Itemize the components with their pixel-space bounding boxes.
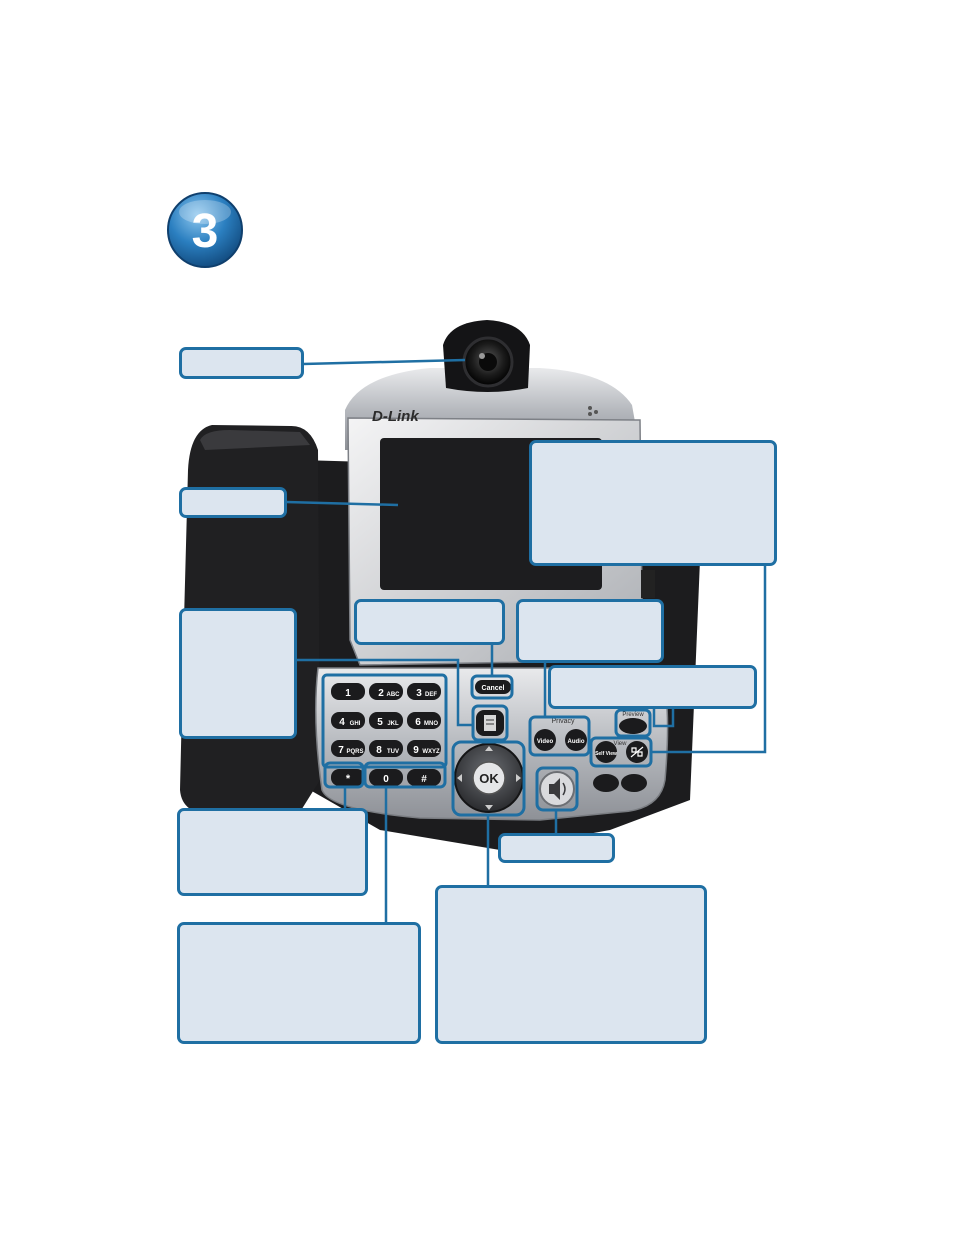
nav-right-arrow xyxy=(516,774,521,782)
brand-logo: D-Link xyxy=(372,408,419,425)
extra-button-left xyxy=(593,774,619,792)
nav-down-arrow xyxy=(485,805,493,810)
svg-text:JKL: JKL xyxy=(387,721,399,727)
callout-cancel xyxy=(354,599,505,645)
svg-text:*: * xyxy=(346,773,351,785)
nav-up-arrow xyxy=(485,746,493,751)
callout-speaker xyxy=(498,833,615,863)
callout-star-key xyxy=(177,808,368,896)
svg-text:DEF: DEF xyxy=(425,692,437,698)
svg-text:TUV: TUV xyxy=(387,749,399,755)
step-number-badge: 3 xyxy=(167,192,243,268)
svg-text:2: 2 xyxy=(378,688,384,699)
leader-preview xyxy=(652,708,675,728)
key-hash: # xyxy=(407,769,441,786)
callout-privacy xyxy=(516,599,664,663)
svg-text:9: 9 xyxy=(413,745,419,756)
svg-text:3: 3 xyxy=(416,688,422,699)
callout-keypad xyxy=(179,608,297,739)
svg-text:8: 8 xyxy=(376,745,382,756)
key-star: * xyxy=(331,769,365,786)
speaker-button xyxy=(539,771,575,807)
pip-button xyxy=(626,741,648,763)
leader-camera xyxy=(302,358,466,366)
leader-keypad-phonebook xyxy=(296,658,473,727)
callout-navpad xyxy=(435,885,707,1044)
svg-text:Self View: Self View xyxy=(595,751,617,757)
svg-text:7: 7 xyxy=(338,745,344,756)
speaker-icon xyxy=(549,778,560,800)
privacy-audio-button: Audio xyxy=(565,729,587,751)
svg-text:WXYZ: WXYZ xyxy=(422,749,440,755)
highlight-keypad xyxy=(321,673,448,769)
svg-text:Video: Video xyxy=(537,739,554,745)
callout-preview xyxy=(548,665,757,709)
svg-text:GHI: GHI xyxy=(350,721,361,727)
svg-text:0: 0 xyxy=(383,774,389,785)
svg-text:#: # xyxy=(421,774,427,785)
navigation-pad: OK xyxy=(454,743,524,813)
svg-text:4: 4 xyxy=(339,717,345,728)
preview-button xyxy=(619,718,647,734)
key-4: 4 GHI xyxy=(331,712,365,729)
cancel-button: Cancel xyxy=(475,680,511,694)
highlight-boxes xyxy=(321,673,653,817)
key-8: 8 TUV xyxy=(369,740,403,757)
svg-text:1: 1 xyxy=(345,688,351,699)
privacy-video-button: Video xyxy=(534,729,556,751)
self-view-button: Self View xyxy=(595,741,617,763)
key-0: 0 xyxy=(369,769,403,786)
svg-text:6: 6 xyxy=(415,717,421,728)
svg-text:Cancel: Cancel xyxy=(482,685,505,692)
svg-text:PQRS: PQRS xyxy=(346,749,363,755)
leader-lines xyxy=(285,358,767,924)
privacy-group-label: Privacy xyxy=(552,718,575,725)
step-number: 3 xyxy=(192,205,219,258)
svg-text:Audio: Audio xyxy=(568,739,585,745)
callout-camera xyxy=(179,347,304,379)
key-1: 1 xyxy=(331,683,365,700)
highlight-hash-keys xyxy=(363,761,447,789)
callout-hash-keys xyxy=(177,922,421,1044)
preview-label: Preview xyxy=(622,712,644,718)
highlight-privacy xyxy=(528,715,591,757)
pip-icon xyxy=(630,746,644,758)
svg-text:5: 5 xyxy=(377,717,383,728)
phonebook-button xyxy=(476,710,504,736)
nav-left-arrow xyxy=(457,774,462,782)
camera xyxy=(443,320,530,392)
svg-text:MNO: MNO xyxy=(424,721,438,727)
phonebook-icon xyxy=(484,715,496,731)
callout-screen xyxy=(179,487,287,518)
ok-button-label: OK xyxy=(479,771,499,786)
view-group-label: View xyxy=(614,741,628,747)
highlight-phonebook xyxy=(471,704,509,742)
leader-screen xyxy=(285,500,399,507)
svg-text:ABC: ABC xyxy=(387,692,401,698)
leader-view xyxy=(651,565,767,754)
highlight-preview xyxy=(614,708,652,738)
extra-button-right xyxy=(621,774,647,792)
callout-view-buttons xyxy=(529,440,777,566)
key-5: 5 JKL xyxy=(369,712,403,729)
